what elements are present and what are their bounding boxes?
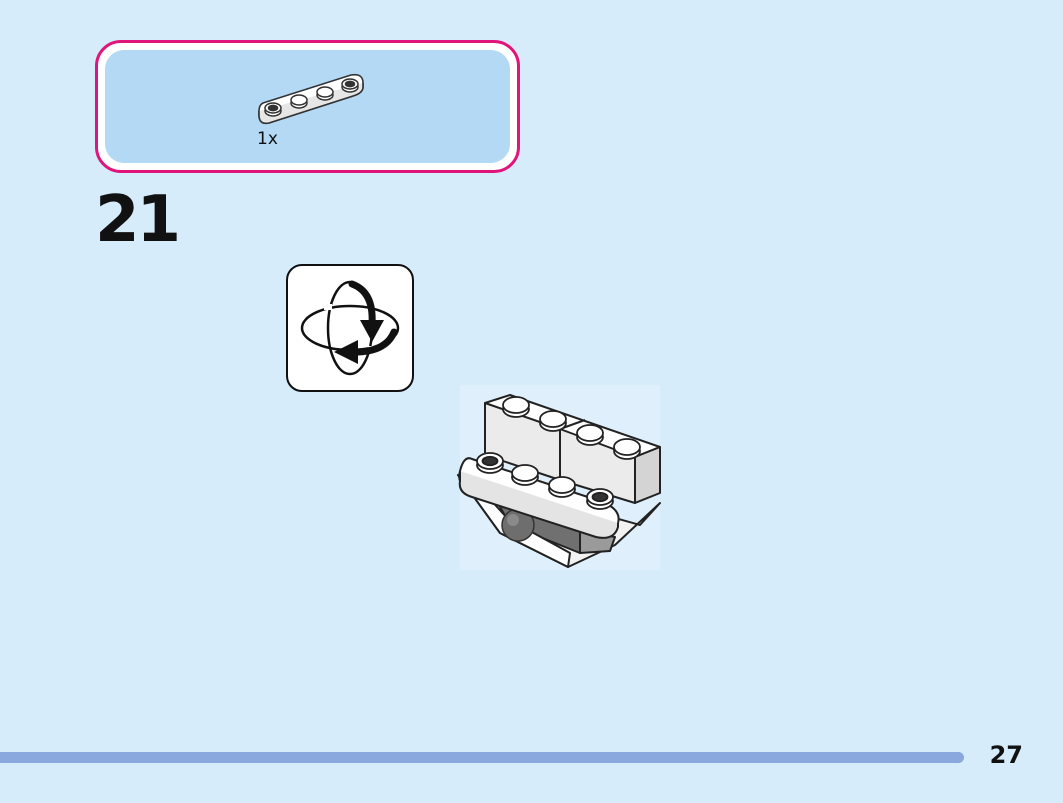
assembled-model-icon bbox=[457, 385, 661, 570]
footer-bar bbox=[0, 752, 964, 763]
page-number: 27 bbox=[989, 741, 1023, 769]
rotate-indicator bbox=[286, 264, 414, 392]
plate-1x4-rounded-icon bbox=[258, 73, 364, 125]
step-number: 21 bbox=[95, 183, 181, 257]
rotate-model-icon bbox=[300, 280, 400, 376]
parts-callout: 1x bbox=[95, 40, 520, 173]
part-quantity: 1x bbox=[257, 129, 278, 149]
parts-callout-inner: 1x bbox=[105, 50, 510, 163]
